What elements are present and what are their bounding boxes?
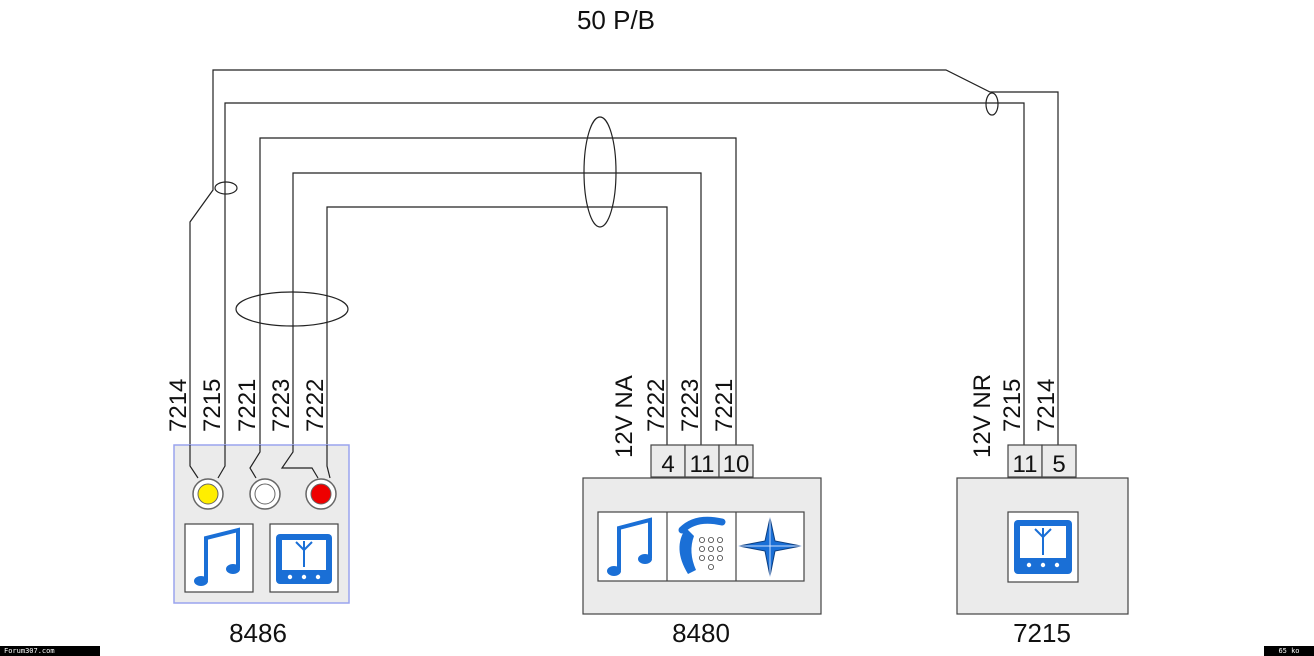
pin-number: 10 [723,451,750,478]
wire-label: 7222 [643,379,670,432]
wire-7215 [224,102,1025,480]
module-8480: 12V NA 7222 7223 7221 4 11 10 [582,375,822,648]
module-8486: 7214 7215 7221 7223 7222 [165,379,350,648]
wire-label: 7223 [677,379,704,432]
music-note-icon [184,523,254,593]
radio-antenna-icon [269,523,339,593]
module-7215: 12V NR 7215 7214 11 5 7215 [956,374,1129,648]
pin-number: 5 [1052,451,1065,478]
pin-box [650,444,686,478]
pin-number: 11 [690,451,715,478]
bundle-marker [214,181,238,195]
wire-7222 [326,206,668,445]
wire-label: 7214 [1033,379,1060,432]
telephone-icon [678,516,726,574]
bundle-marker [985,92,999,116]
wire-label: 7215 [999,379,1026,432]
wire-7221 [259,137,737,445]
wire-paths [189,69,1059,480]
radio-antenna-icon [1007,511,1079,583]
module-id: 8480 [672,618,730,648]
module-id: 8486 [229,618,287,648]
diagram-title: 50 P/B [577,5,655,35]
pin-box [718,444,754,478]
wire-7214 [189,69,1059,445]
pin-number: 4 [661,451,674,478]
bundle-marker [235,291,349,327]
bundle-marker [583,116,617,228]
footer-site: Forum307.com [0,646,100,656]
wire-label: 7221 [711,379,738,432]
wire-label: 7222 [302,379,329,432]
wire-label: 12V NR [969,374,996,458]
compass-star-icon [738,517,802,577]
wire-label: 12V NA [611,375,638,458]
module-id: 7215 [1013,618,1071,648]
music-note-icon [607,517,652,576]
footer-size: 65 ko [1264,646,1314,656]
wire-label: 7214 [165,379,192,432]
wire-label: 7221 [234,379,261,432]
wire-label: 7223 [268,379,295,432]
pin-box [1041,444,1077,478]
pin-number: 11 [1013,451,1038,478]
wire-7223 [292,172,702,445]
wire-label: 7215 [199,379,226,432]
